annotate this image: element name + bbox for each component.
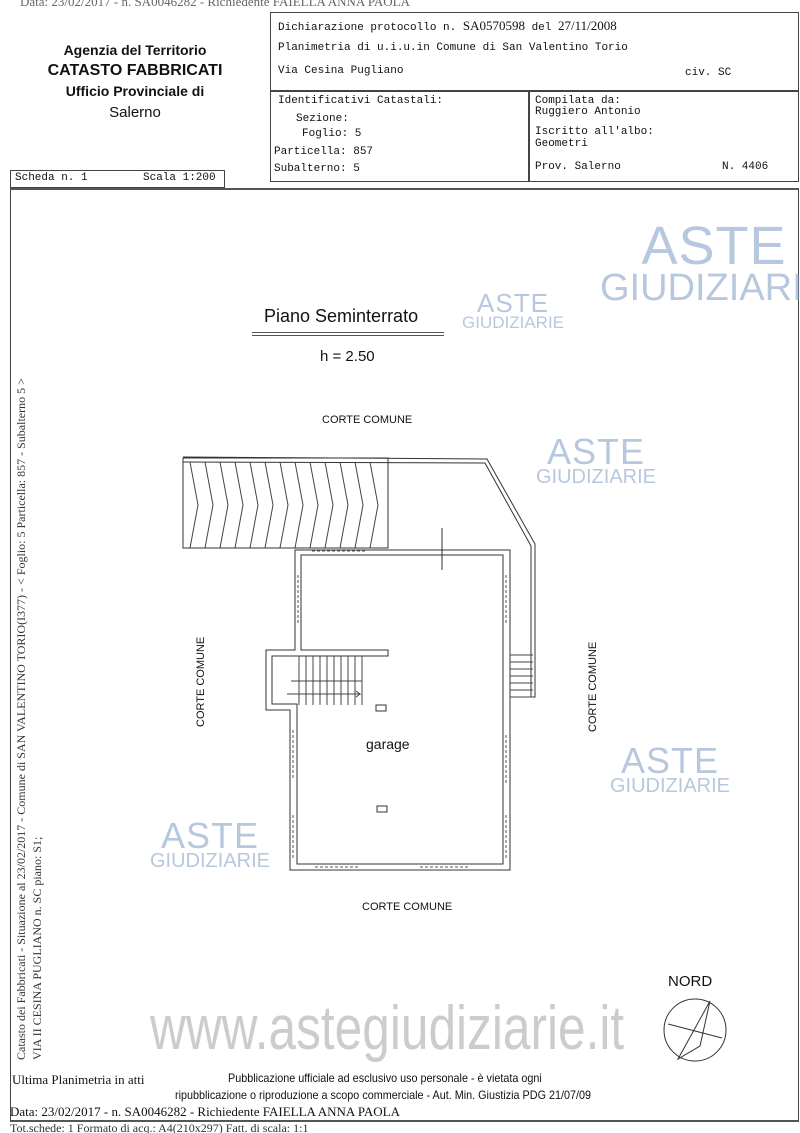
ultima-planimetria: Ultima Planimetria in atti — [12, 1072, 145, 1087]
corte-bottom: CORTE COMUNE — [362, 901, 453, 913]
watermark-aste: ASTE — [477, 288, 549, 318]
floor-title: Piano Seminterrato — [264, 306, 419, 326]
registration-number: N. 4406 — [722, 161, 769, 173]
watermark-giudiziarie: GIUDIZIARIE — [610, 775, 731, 798]
albo: Geometri — [535, 138, 588, 150]
office-city: Salerno — [109, 104, 161, 121]
title-underline — [252, 332, 444, 336]
planimetria-line: Planimetria di u.i.u.in Comune di San Va… — [278, 42, 628, 54]
sezione: Sezione: — [296, 113, 349, 125]
protocol-number: SA0570598 — [462, 18, 525, 33]
watermark-giudiziarie: GIUDIZIARIE — [600, 266, 800, 309]
address: Via Cesina Pugliano — [278, 65, 404, 77]
external-stairs — [510, 654, 533, 698]
hatched-ramp — [182, 457, 389, 549]
watermark-aste: ASTE — [620, 740, 720, 781]
watermark-giudiziarie: GIUDIZIARIE — [536, 466, 657, 489]
watermark-url: www.astegiudiziarie.it — [150, 994, 625, 1063]
format-info: Tot.schede: 1 Formato di acq.: A4(210x29… — [10, 1121, 309, 1133]
pillar — [375, 704, 387, 712]
catasto-title: CATASTO FABBRICATI — [47, 62, 223, 79]
scheda: Scheda n. 1 — [15, 172, 88, 184]
office-label: Ufficio Provinciale di — [65, 83, 205, 99]
compiler-box — [528, 90, 799, 182]
internal-stairs — [287, 656, 363, 705]
garage-inner-wall — [271, 554, 504, 865]
particella: Particella: 857 — [274, 146, 374, 158]
agency-name: Agenzia del Territorio — [63, 42, 207, 58]
compilata-label: Compilata da: — [535, 95, 621, 107]
room-label-garage: garage — [366, 736, 410, 752]
pillar — [376, 805, 388, 813]
publication-notice-2: ripubblicazione o riproduzione a scopo c… — [175, 1088, 592, 1102]
window-marks — [292, 550, 507, 868]
corte-top: CORTE COMUNE — [322, 414, 413, 426]
watermark-giudiziarie: GIUDIZIARIE — [150, 850, 271, 873]
watermark-giudiziarie: GIUDIZIARIE — [462, 313, 565, 333]
scheda-box — [10, 170, 225, 188]
drawing-frame — [10, 188, 799, 1122]
foglio: Foglio: 5 — [302, 128, 362, 140]
ramp-hatching — [189, 461, 379, 549]
watermark-aste: ASTE — [546, 431, 646, 472]
protocol-label: Dichiarazione protocollo n. — [278, 22, 457, 34]
protocol-date: 27/11/2008 — [558, 18, 617, 33]
identifiers-title: Identificativi Catastali: — [278, 95, 444, 107]
identifiers-box — [270, 90, 530, 182]
watermark-aste: ASTE — [641, 216, 787, 276]
province: Prov. Salerno — [535, 161, 621, 173]
north-compass-icon — [663, 998, 727, 1062]
protocol-line: Dichiarazione protocollo n. SA0570598 de… — [278, 18, 617, 34]
compiler-name: Ruggiero Antonio — [535, 106, 641, 118]
declaration-box — [270, 12, 799, 92]
publication-notice-1: Pubblicazione ufficiale ad esclusivo uso… — [228, 1071, 542, 1085]
request-data: Data: 23/02/2017 - n. SA0046282 - Richie… — [10, 1104, 400, 1119]
del-label: del — [531, 22, 552, 34]
floor-height: h = 2.50 — [320, 348, 375, 365]
faded-header: Data: 23/02/2017 - n. SA0046282 - Richie… — [20, 0, 410, 9]
subalterno: Subalterno: 5 — [274, 163, 360, 175]
watermark-aste: ASTE — [160, 815, 260, 856]
albo-label: Iscritto all'albo: — [535, 126, 654, 138]
civic-number: civ. SC — [685, 67, 732, 79]
garage-outer-wall — [265, 549, 511, 871]
outer-wall — [182, 456, 536, 698]
agency-block: Agenzia del Territorio CATASTO FABBRICAT… — [0, 42, 270, 121]
north-label: NORD — [668, 973, 713, 990]
scale: Scala 1:200 — [143, 172, 216, 184]
